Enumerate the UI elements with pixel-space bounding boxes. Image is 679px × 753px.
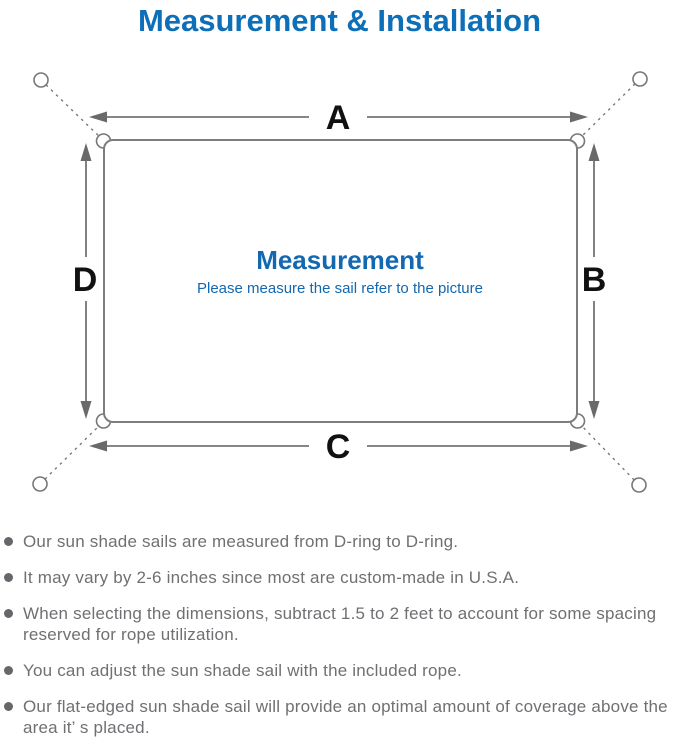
sail-outline xyxy=(103,139,578,423)
list-item: Our flat-edged sun shade sail will provi… xyxy=(4,696,676,738)
arrowhead-b-down-icon xyxy=(588,401,600,419)
dim-label-a: A xyxy=(326,99,351,137)
arrowhead-c-right-icon xyxy=(570,440,588,452)
dim-label-c: C xyxy=(326,428,351,466)
bullet-dot-icon xyxy=(4,537,13,546)
list-item: You can adjust the sun shade sail with t… xyxy=(4,660,676,681)
diagram-center-heading: Measurement xyxy=(256,245,424,275)
note-text: It may vary by 2-6 inches since most are… xyxy=(23,568,520,587)
arrowhead-a-left-icon xyxy=(89,111,107,123)
note-text: You can adjust the sun shade sail with t… xyxy=(23,661,462,680)
rope-bottom-left xyxy=(39,420,105,485)
dim-label-b: B xyxy=(582,261,607,299)
dim-label-d: D xyxy=(73,261,98,299)
list-item: It may vary by 2-6 inches since most are… xyxy=(4,567,676,588)
arrowhead-a-right-icon xyxy=(570,111,588,123)
bullet-dot-icon xyxy=(4,573,13,582)
arrowhead-c-left-icon xyxy=(89,440,107,452)
arrowhead-b-up-icon xyxy=(588,143,600,161)
note-text: Our sun shade sails are measured from D-… xyxy=(23,532,459,551)
list-item: Our sun shade sails are measured from D-… xyxy=(4,531,676,552)
page-title: Measurement & Installation xyxy=(137,3,542,38)
anchor-ring-top-left xyxy=(33,72,49,88)
bullet-dot-icon xyxy=(4,666,13,675)
anchor-ring-bottom-right xyxy=(631,477,647,493)
arrowhead-d-down-icon xyxy=(80,401,92,419)
note-text: Our flat-edged sun shade sail will provi… xyxy=(23,697,668,737)
note-text: When selecting the dimensions, subtract … xyxy=(23,604,657,644)
list-item: When selecting the dimensions, subtract … xyxy=(4,603,676,645)
bullet-dot-icon xyxy=(4,702,13,711)
anchor-ring-top-right xyxy=(632,71,648,87)
rope-top-right xyxy=(576,78,641,142)
diagram-center-subtitle: Please measure the sail refer to the pic… xyxy=(197,280,483,297)
arrowhead-d-up-icon xyxy=(80,143,92,161)
measurement-notes-list: Our sun shade sails are measured from D-… xyxy=(4,531,676,753)
anchor-ring-bottom-left xyxy=(32,476,48,492)
rope-bottom-right xyxy=(576,420,640,486)
rope-top-left xyxy=(40,79,105,142)
bullet-dot-icon xyxy=(4,609,13,618)
